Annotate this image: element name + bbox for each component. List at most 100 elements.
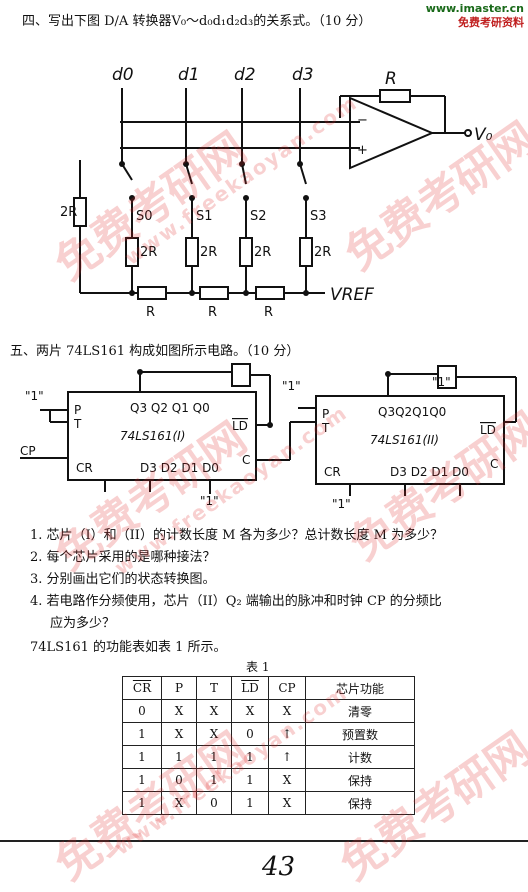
col-function: 芯片功能 — [305, 676, 415, 700]
chip1-p: P — [74, 403, 81, 417]
table-intro: 74LS161 的功能表如表 1 所示。 — [30, 640, 227, 655]
cell: 0 — [122, 699, 162, 723]
q5-title: 五、两片 74LS161 构成如图所示电路。（10 分） — [10, 344, 300, 359]
branch-resistor-0-label: 2R — [140, 245, 157, 260]
chip2-t: T — [321, 421, 330, 435]
cell: 0 — [196, 791, 232, 815]
cell: 1 — [231, 745, 269, 769]
col-t: T — [196, 676, 232, 700]
table-row: 1 0 1 1 X 保持 — [122, 768, 415, 792]
chip1-box — [67, 391, 257, 481]
cell: X — [268, 791, 306, 815]
site-url[interactable]: www.imaster.cn — [425, 2, 524, 15]
cell: X — [268, 699, 306, 723]
chip2-d-inputs: D3 D2 D1 D0 — [390, 465, 469, 479]
cell: 0 — [161, 768, 197, 792]
site-header: www.imaster.cn 免费考研资料 — [426, 2, 524, 30]
chip2-name: 74LS161(II) — [370, 433, 439, 447]
input-d2: d2 — [234, 65, 256, 85]
site-subtitle: 免费考研资料 — [458, 16, 524, 29]
table-caption: 表 1 — [246, 660, 270, 674]
chip1-q-outputs: Q3 Q2 Q1 Q0 — [130, 401, 210, 415]
cell: X — [268, 768, 306, 792]
logic-one-input-2: "1" — [282, 379, 301, 393]
q5-item-4-cont: 应为多少？ — [50, 616, 116, 631]
q5-item-2: 2. 每个芯片采用的是哪种接法？ — [30, 550, 216, 565]
ladder-resistor-1-label: R — [208, 305, 217, 320]
table-header-row: CR P T LD CP 芯片功能 — [122, 676, 415, 700]
chip1-c: C — [242, 453, 250, 467]
dac-circuit-diagram: d0 d1 d2 d3 R V₀ VREF − + S0 S1 S2 S3 2R… — [60, 65, 493, 320]
table-row: 0 X X X X 清零 — [122, 699, 415, 723]
table-row: 1 1 1 1 ↑ 计数 — [122, 745, 415, 769]
page-number: 43 — [262, 852, 296, 882]
cell: 保持 — [305, 768, 415, 792]
cell: ↑ — [268, 745, 306, 769]
switch-s1: S1 — [196, 209, 213, 224]
shunt-resistor-label: 2R — [60, 205, 77, 220]
col-cr: CR — [122, 676, 162, 700]
function-table-wrap: CR P T LD CP 芯片功能 0 X X X X 清零 1 X X 0 — [122, 676, 415, 815]
logic-one-input-3: "1" — [200, 494, 219, 508]
ladder-resistor-0-label: R — [146, 305, 155, 320]
cell: 1 — [122, 768, 162, 792]
logic-one-input-4: "1" — [332, 497, 351, 510]
switch-s0: S0 — [136, 209, 153, 224]
cell: X — [196, 699, 232, 723]
chip1-name: 74LS161(I) — [120, 429, 185, 443]
table-row: 1 X 0 1 X 保持 — [122, 791, 415, 815]
cell: 1 — [231, 791, 269, 815]
branch-resistor-3-label: 2R — [314, 245, 331, 260]
cell: X — [161, 699, 197, 723]
q4-title: 四、写出下图 D/A 转换器V₀～d₀d₁d₂d₃的关系式。（10 分） — [22, 14, 372, 29]
chip2-ld: LD — [480, 423, 496, 437]
input-d0: d0 — [112, 65, 134, 85]
cell: X — [161, 791, 197, 815]
cell: ↑ — [268, 722, 306, 746]
cell: X — [161, 722, 197, 746]
chip1-cr: CR — [76, 461, 93, 475]
opamp-plus: + — [357, 143, 368, 158]
cell: 0 — [231, 722, 269, 746]
cell: 保持 — [305, 791, 415, 815]
cell: 1 — [161, 745, 197, 769]
clock-cp-label: CP — [20, 444, 36, 458]
chip2-p: P — [322, 407, 329, 421]
feedback-resistor-label: R — [385, 69, 397, 89]
cell: 预置数 — [305, 722, 415, 746]
logic-one-input-1: "1" — [25, 389, 44, 403]
cell: 1 — [196, 745, 232, 769]
cell: 1 — [122, 745, 162, 769]
output-vo-label: V₀ — [474, 125, 493, 145]
input-d1: d1 — [178, 65, 200, 85]
cell: 计数 — [305, 745, 415, 769]
chip1-ld: LD — [232, 419, 248, 433]
chip2-c: C — [490, 457, 498, 471]
cell: 清零 — [305, 699, 415, 723]
branch-resistor-2-label: 2R — [254, 245, 271, 260]
cell: 1 — [122, 722, 162, 746]
chip1-d-inputs: D3 D2 D1 D0 — [140, 461, 219, 475]
cell: 1 — [196, 768, 232, 792]
col-p: P — [161, 676, 197, 700]
table-row: 1 X X 0 ↑ 预置数 — [122, 722, 415, 746]
logic-one-input-5: "1" — [432, 375, 451, 389]
counter-circuit-diagram: "1" "1" CP P T Q3 Q2 Q1 Q0 LD 74LS161(I)… — [20, 363, 517, 510]
function-table: CR P T LD CP 芯片功能 0 X X X X 清零 1 X X 0 — [122, 676, 415, 815]
q5-item-4: 4. 若电路作分频使用，芯片（II）Q₂ 端输出的脉冲和时钟 CP 的分频比 — [30, 594, 442, 609]
chip2-box — [315, 395, 505, 485]
ladder-resistor-2-label: R — [264, 305, 273, 320]
chip2-cr: CR — [324, 465, 341, 479]
page-bottom-rule — [0, 840, 528, 842]
switch-s3: S3 — [310, 209, 327, 224]
q5-item-3: 3. 分别画出它们的状态转换图。 — [30, 572, 216, 587]
input-d3: d3 — [292, 65, 314, 85]
cell: X — [231, 699, 269, 723]
opamp-minus: − — [357, 113, 368, 128]
col-cp: CP — [268, 676, 306, 700]
col-ld: LD — [231, 676, 269, 700]
q5-item-1: 1. 芯片（I）和（II）的计数长度 M 各为多少？总计数长度 M 为多少？ — [30, 528, 444, 543]
branch-resistor-1-label: 2R — [200, 245, 217, 260]
vref-label: VREF — [330, 285, 374, 305]
cell: 1 — [231, 768, 269, 792]
